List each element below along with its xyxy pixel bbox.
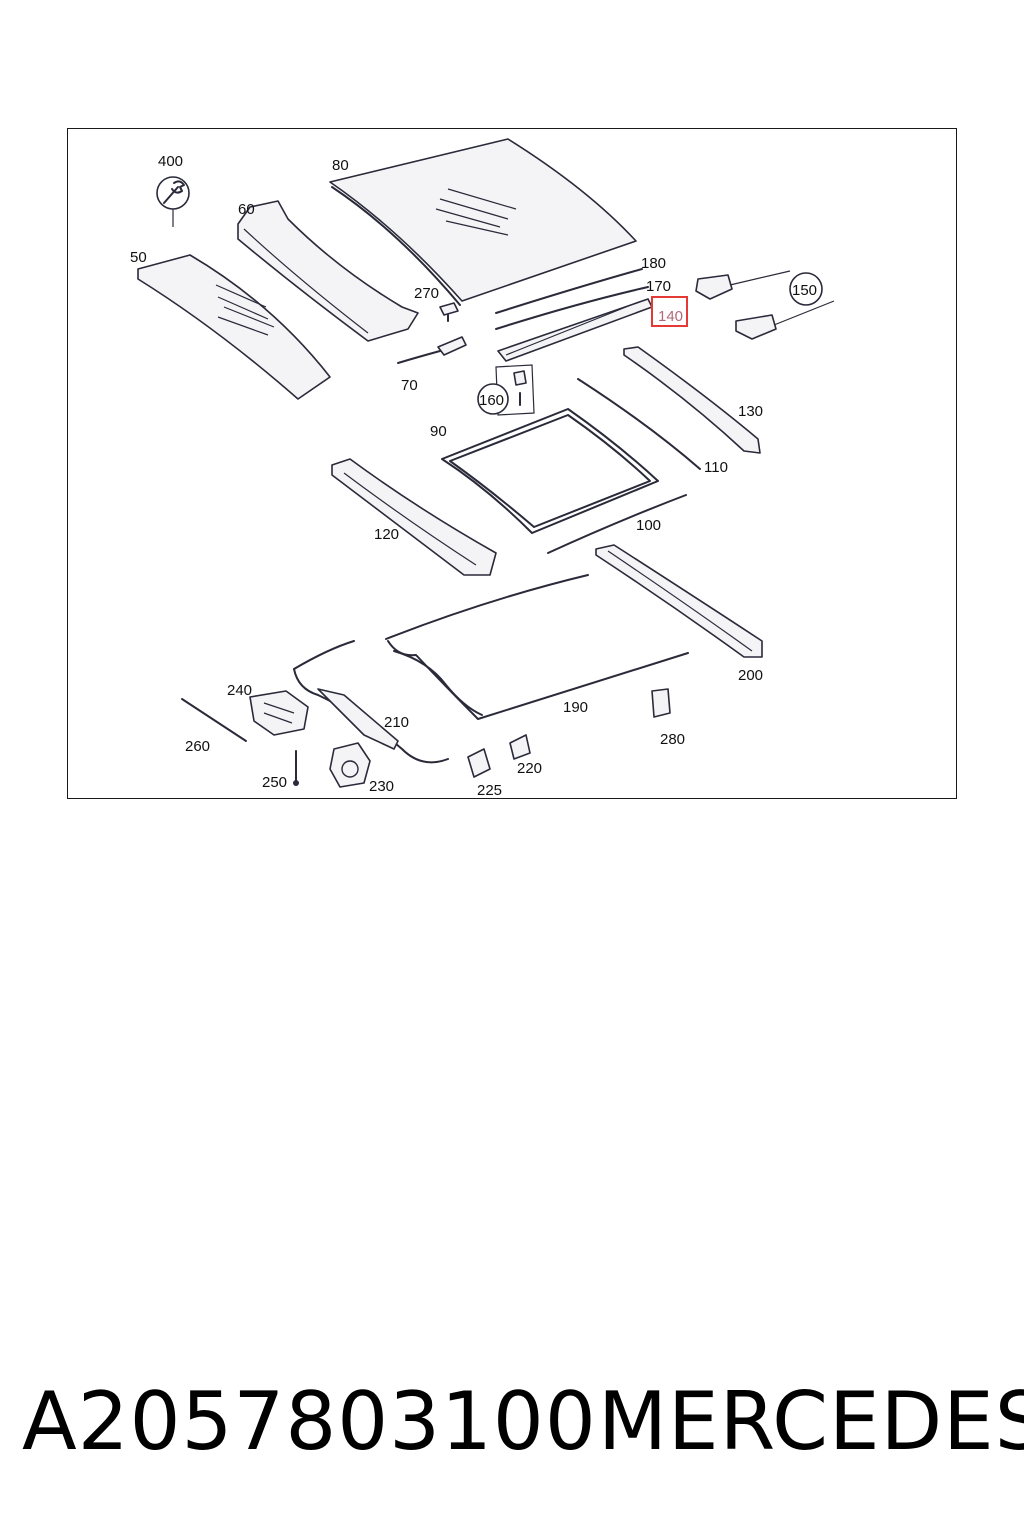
rear-cover-60 [237, 200, 419, 342]
screw-250 [293, 750, 299, 786]
glass-panel-80 [329, 138, 637, 306]
callout-60: 60 [238, 201, 255, 218]
drain-hose-70 [397, 336, 467, 364]
callout-80: 80 [332, 157, 349, 174]
callout-225: 225 [477, 782, 502, 799]
callout-200: 200 [738, 667, 763, 684]
callout-260: 260 [185, 738, 210, 755]
rod-260 [181, 698, 247, 742]
exploded-view-drawing: 400 80 60 50 180 170 270 150 140 70 160 … [130, 138, 835, 799]
wrench-icon [156, 176, 190, 227]
clip-220 [509, 734, 531, 760]
callout-230: 230 [369, 778, 394, 795]
parts-diagram: 400 80 60 50 180 170 270 150 140 70 160 … [67, 128, 957, 799]
callout-70: 70 [401, 377, 418, 394]
screw-270 [439, 302, 459, 322]
roof-frame-190 [385, 574, 689, 720]
clip-225 [467, 748, 491, 778]
callout-120: 120 [374, 526, 399, 543]
cable-drive-210 [293, 640, 449, 764]
sunshade-50 [137, 254, 331, 400]
highlight-box-140 [651, 296, 688, 327]
brand-name: MERCEDES [598, 1375, 1024, 1468]
callout-160: 160 [479, 392, 504, 409]
callout-240: 240 [227, 682, 252, 699]
callout-220: 220 [517, 760, 542, 777]
seal-strip-110 [577, 378, 701, 470]
callout-150: 150 [792, 282, 817, 299]
frame-seal-90 [441, 408, 659, 534]
callout-50: 50 [130, 249, 147, 266]
side-rail-130 [623, 346, 761, 454]
guide-rail-200 [595, 544, 763, 658]
footer: A2057803100 MERCEDES [0, 1372, 1024, 1472]
callout-130: 130 [738, 403, 763, 420]
clip-group-160 [477, 364, 535, 416]
callout-170: 170 [646, 278, 671, 295]
motor-230 [329, 742, 371, 788]
callout-270: 270 [414, 285, 439, 302]
rear-frame-120 [331, 458, 497, 576]
connector-280 [651, 688, 671, 718]
callout-210: 210 [384, 714, 409, 731]
seal-strips [495, 268, 653, 362]
callout-250: 250 [262, 774, 287, 791]
part-number: A2057803100 [22, 1375, 597, 1468]
seal-strip-100 [547, 494, 687, 554]
callout-100: 100 [636, 517, 661, 534]
callout-280: 280 [660, 731, 685, 748]
callout-400: 400 [158, 153, 183, 170]
callout-140[interactable]: 140 [658, 308, 683, 325]
callout-180: 180 [641, 255, 666, 272]
motor-unit-240 [249, 690, 309, 736]
callout-90: 90 [430, 423, 447, 440]
callout-190: 190 [563, 699, 588, 716]
callout-110: 110 [704, 459, 728, 476]
guide-brackets-150 [695, 270, 835, 340]
